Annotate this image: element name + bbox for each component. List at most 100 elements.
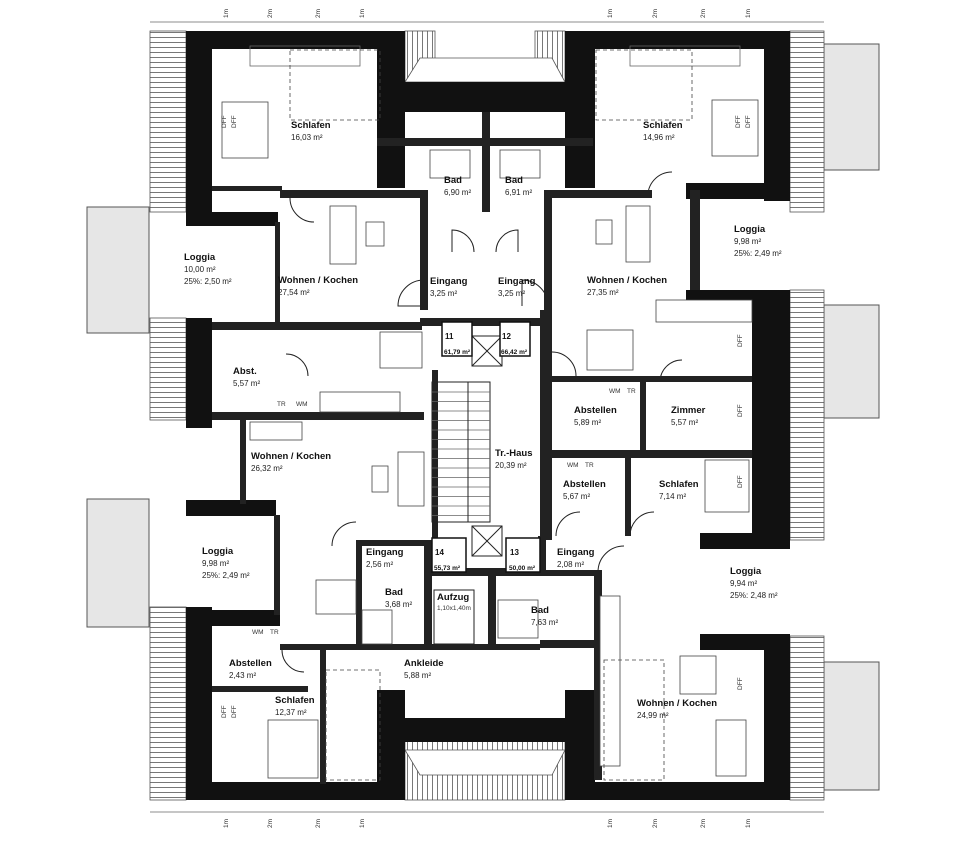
room-area: 9,98 m² — [734, 237, 761, 246]
room-area: 9,98 m² — [202, 559, 229, 568]
room-schlafen-sw: Schlafen 12,37 m² — [275, 695, 315, 717]
tick-bottom: 1m — [607, 819, 614, 828]
room-area: 3,25 m² — [430, 289, 457, 298]
room-area: 5,57 m² — [671, 418, 698, 427]
elevator-size: 1,10x1,40m — [437, 605, 471, 612]
dff-label: DFF — [231, 115, 238, 128]
room-name: Loggia — [202, 546, 234, 557]
room-area: 7,14 m² — [659, 492, 686, 501]
room-area: 5,89 m² — [574, 418, 601, 427]
room-area: 2,43 m² — [229, 671, 256, 680]
room-name: Loggia — [184, 252, 216, 263]
room-area: 6,90 m² — [444, 188, 471, 197]
appliance-label: WM — [609, 388, 621, 395]
apartment-number: 14 — [435, 548, 444, 557]
room-name: Loggia — [734, 224, 766, 235]
room-zimmer: Zimmer 5,57 m² — [671, 405, 706, 427]
room-name: Wohnen / Kochen — [251, 451, 331, 462]
apartment-number: 12 — [502, 332, 511, 341]
room-area: 5,67 m² — [563, 492, 590, 501]
dff-label: DFF — [231, 705, 238, 718]
tick-top: 2m — [652, 9, 659, 18]
room-name: Tr.-Haus — [495, 448, 533, 459]
tick-top: 1m — [607, 9, 614, 18]
room-area: 20,39 m² — [495, 461, 527, 470]
tick-bottom: 2m — [652, 819, 659, 828]
dff-label: DFF — [737, 677, 744, 690]
room-name: Bad — [444, 175, 462, 186]
tick-bottom: 1m — [223, 819, 230, 828]
room-name: Schlafen — [643, 120, 683, 131]
door-swings — [281, 171, 683, 673]
tick-top: 1m — [223, 9, 230, 18]
room-abstellen-sw: Abstellen 2,43 m² — [229, 658, 272, 680]
room-name: Schlafen — [275, 695, 315, 706]
elevator-name: Aufzug — [437, 592, 469, 603]
appliance-label: TR — [277, 401, 286, 408]
room-area: 6,91 m² — [505, 188, 532, 197]
room-schlafen-nw: Schlafen 16,03 m² — [291, 120, 331, 142]
apartment-area: 61,79 m² — [444, 349, 471, 356]
tick-bottom: 1m — [745, 819, 752, 828]
room-area: 9,94 m² — [730, 579, 757, 588]
dff-label: DFF — [735, 115, 742, 128]
room-area: 12,37 m² — [275, 708, 307, 717]
apartment-number: 13 — [510, 548, 519, 557]
room-abst: Abst.5,57 m² — [233, 366, 260, 388]
room-area: 2,56 m² — [366, 560, 393, 569]
appliance-label: WM — [296, 401, 308, 408]
room-sub-area: 25%: 2,49 m² — [734, 249, 782, 258]
apartment-number: 11 — [445, 332, 454, 341]
dff-label: DFF — [737, 475, 744, 488]
room-name: Zimmer — [671, 405, 706, 416]
room-name: Eingang — [366, 547, 404, 558]
elevator-label: Aufzug 1,10x1,40m — [437, 592, 471, 612]
room-schlafen-ne: Schlafen 14,96 m² — [643, 120, 683, 142]
room-name: Abstellen — [574, 405, 617, 416]
dff-label: DFF — [737, 404, 744, 417]
room-wohnen-se: Wohnen / Kochen 24,99 m² — [637, 698, 717, 720]
apartment-boxes — [431, 321, 541, 573]
room-area: 5,88 m² — [404, 671, 431, 680]
tick-top: 1m — [745, 9, 752, 18]
shaft-openings — [471, 335, 503, 557]
room-eingang-3: Eingang 2,56 m² — [366, 547, 404, 569]
room-area: 2,08 m² — [557, 560, 584, 569]
interior-walls — [212, 112, 752, 784]
room-area: 27,54 m² — [278, 288, 310, 297]
room-area: 16,03 m² — [291, 133, 323, 142]
room-abstellen-ne: Abstellen 5,89 m² — [574, 405, 617, 427]
room-area: 26,32 m² — [251, 464, 283, 473]
room-name: Abstellen — [229, 658, 272, 669]
room-name: Schlafen — [291, 120, 331, 131]
room-sub-area: 25%: 2,48 m² — [730, 591, 778, 600]
room-area: 14,96 m² — [643, 133, 675, 142]
room-area: 24,99 m² — [637, 711, 669, 720]
room-sub-area: 25%: 2,50 m² — [184, 277, 232, 286]
roof-hatching — [149, 30, 825, 801]
apartment-apt-11: 11 61,79 m² — [444, 332, 471, 356]
room-area: 7,63 m² — [531, 618, 558, 627]
dff-label: DFF — [221, 115, 228, 128]
room-name: Wohnen / Kochen — [637, 698, 717, 709]
room-name: Abstellen — [563, 479, 606, 490]
appliance-label: WM — [252, 629, 264, 636]
exterior-walls — [186, 31, 790, 800]
dimension-guides — [150, 21, 824, 813]
